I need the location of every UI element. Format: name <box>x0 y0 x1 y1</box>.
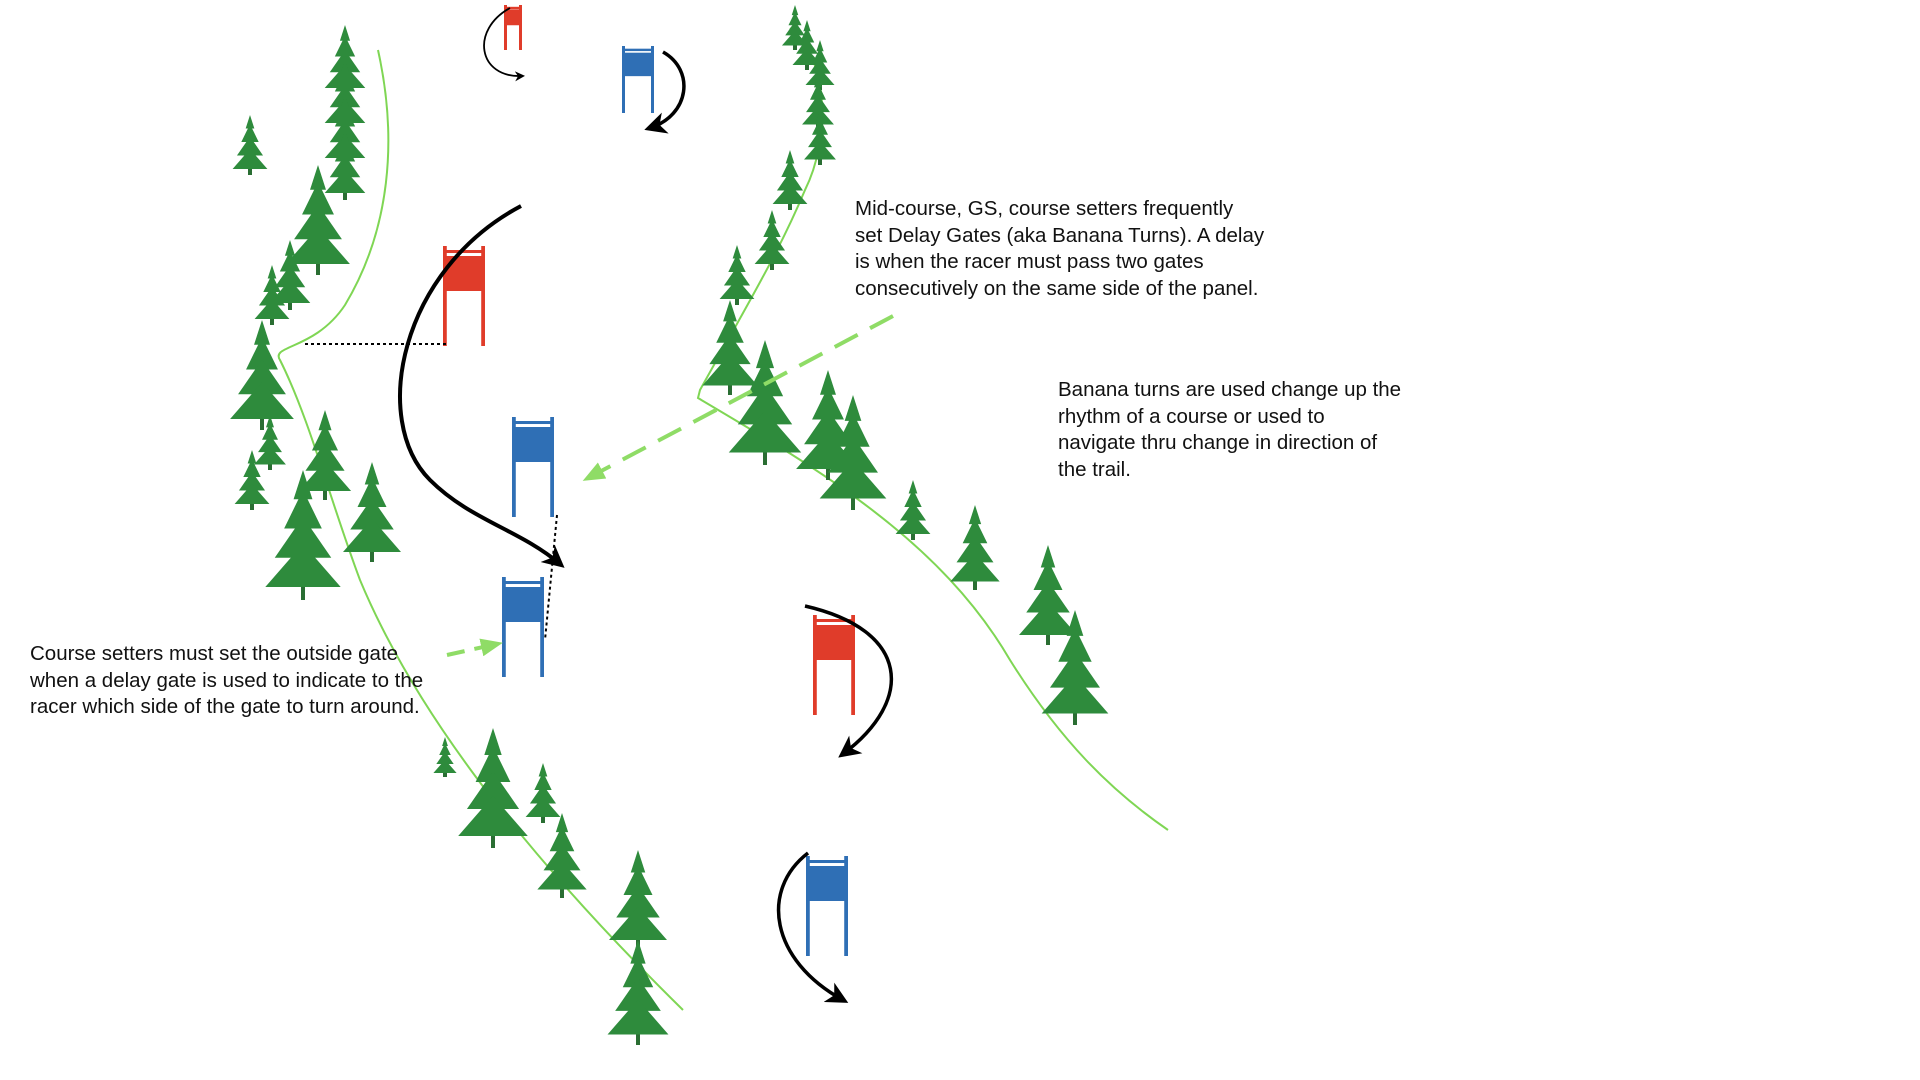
delay-gates-note: Mid-course, GS, course setters frequentl… <box>855 197 1265 300</box>
pine-tree-icon <box>895 480 931 540</box>
callout-arrows <box>446 314 894 657</box>
pine-tree-icon <box>269 240 311 310</box>
pine-tree-icon <box>1041 610 1109 725</box>
pine-tree-icon <box>232 115 268 175</box>
pine-tree-icon <box>702 300 758 395</box>
tree-group <box>230 5 1109 1045</box>
pine-tree-icon <box>298 410 352 500</box>
pine-tree-icon <box>609 850 667 950</box>
blue-gate-panel <box>806 856 848 956</box>
pine-tree-icon <box>950 505 1000 590</box>
pine-tree-icon <box>433 737 457 777</box>
dotted-line <box>544 514 558 641</box>
red-gate-panel <box>813 615 855 715</box>
blue-gate-panel <box>622 46 654 113</box>
callout-arrow <box>582 314 894 481</box>
red-gate-panel <box>443 246 485 346</box>
blue-gate-panel <box>512 417 554 517</box>
pine-tree-icon <box>286 165 350 275</box>
pine-tree-icon <box>458 728 528 848</box>
trail-lines <box>277 27 1169 1011</box>
pine-tree-icon <box>607 940 669 1045</box>
pine-tree-icon <box>772 150 808 210</box>
pine-tree-icon <box>343 462 401 562</box>
ski-line-arrow <box>776 851 849 1003</box>
pine-tree-icon <box>230 320 294 430</box>
red-gate-panel <box>504 5 522 50</box>
pine-tree-icon <box>324 130 366 200</box>
pine-tree-icon <box>525 763 561 823</box>
banana-turn-line <box>398 204 565 568</box>
pine-tree-icon <box>719 245 755 305</box>
ski-line-arrow <box>804 604 893 758</box>
pine-tree-icon <box>804 110 836 165</box>
ski-line-arrow <box>483 7 525 82</box>
callout-arrow <box>446 638 503 657</box>
banana-turns-note: Banana turns are used change up the rhyt… <box>1058 378 1402 481</box>
gate-group <box>443 5 855 956</box>
pine-tree-icon <box>754 210 790 270</box>
dotted-lines <box>305 343 558 641</box>
pine-tree-icon <box>1019 545 1077 645</box>
outside-gate-note: Course setters must set the outside gate… <box>30 642 424 718</box>
pine-tree-icon <box>254 415 286 470</box>
ski-line-arrow <box>644 50 686 134</box>
pine-tree-icon <box>819 395 887 510</box>
pine-tree-icon <box>254 265 290 325</box>
pine-tree-icon <box>265 470 341 600</box>
ski-lines <box>398 7 893 1003</box>
pine-tree-icon <box>728 340 802 465</box>
pine-tree-icon <box>537 813 587 898</box>
pine-tree-icon <box>234 450 270 510</box>
left-trail-line <box>277 49 684 1011</box>
pine-tree-icon <box>805 40 835 90</box>
blue-gate-panel <box>502 577 544 677</box>
right-trail-line <box>696 27 1169 831</box>
